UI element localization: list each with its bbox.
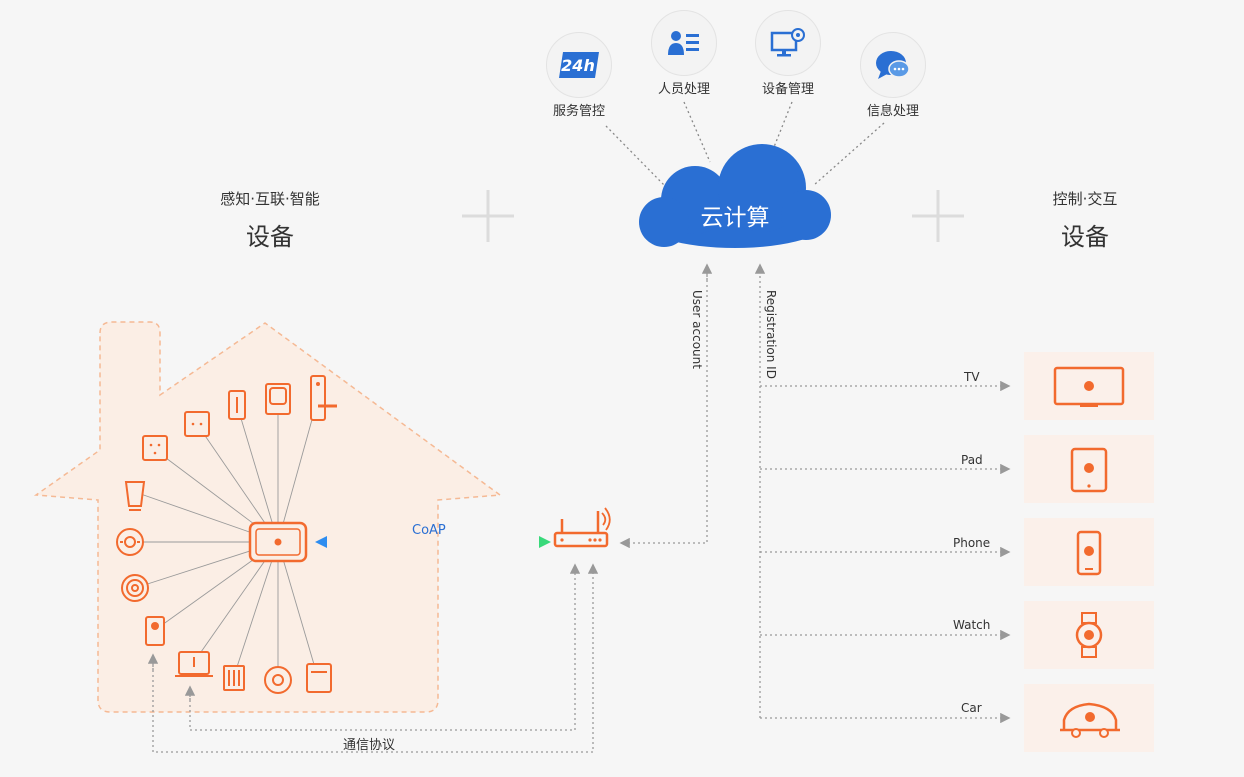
door-lock-icon: [310, 375, 326, 421]
service-label: 设备管理: [761, 82, 814, 97]
device-label-watch: Watch: [953, 618, 991, 632]
service-item[interactable]: 人员处理: [639, 10, 729, 97]
service-item[interactable]: 信息处理: [848, 32, 938, 119]
protocol-label: 通信协议: [343, 738, 396, 753]
service-item[interactable]: 24h 服务管控: [534, 32, 624, 119]
right-group-title: 设备: [1061, 223, 1109, 251]
tablet-icon: [1070, 447, 1108, 493]
watch-icon: [1075, 612, 1103, 658]
24h-badge-text: 24h: [561, 56, 595, 75]
device-label-pad: Pad: [961, 453, 983, 467]
monitor-gear-icon: [755, 10, 821, 76]
house-outline: [33, 321, 503, 713]
device-card-tv[interactable]: [1024, 352, 1154, 420]
house-devices: [116, 375, 337, 694]
service-label: 服务管控: [552, 104, 605, 119]
left-group-title: 设备: [246, 223, 294, 251]
air-conditioner-icon: [306, 663, 332, 693]
wall-switch-icon: [184, 411, 210, 437]
device-label-tv: TV: [964, 370, 980, 384]
coap-label: CoAP: [412, 523, 446, 538]
phone-icon: [1076, 530, 1102, 576]
gateway-hub-icon: [248, 521, 308, 563]
tv-icon: [1053, 366, 1125, 407]
device-label-phone: Phone: [953, 536, 991, 550]
chat-bubble-icon: [860, 32, 926, 98]
service-label: 人员处理: [657, 82, 710, 97]
service-label: 信息处理: [866, 104, 919, 119]
thermostat-icon: [145, 616, 165, 646]
device-label-car: Car: [961, 701, 982, 715]
right-group-subtitle: 控制·交互: [1052, 190, 1118, 208]
device-card-car[interactable]: [1024, 684, 1154, 752]
device-card-phone[interactable]: [1024, 518, 1154, 586]
socket-icon: [142, 435, 168, 461]
cloud-shape: [639, 144, 831, 248]
24h-icon: 24h: [546, 32, 612, 98]
service-item[interactable]: 设备管理: [743, 10, 833, 97]
user-account-label: User account: [690, 290, 704, 369]
router-icon: [553, 507, 611, 548]
cloud-label: 云计算: [700, 205, 770, 231]
people-list-icon: [651, 10, 717, 76]
light-bulb-icon: [124, 481, 146, 507]
device-card-watch[interactable]: [1024, 601, 1154, 669]
left-group-subtitle: 感知·互联·智能: [220, 190, 320, 208]
registration-id-label: Registration ID: [764, 290, 778, 379]
car-icon: [1060, 702, 1120, 738]
device-card-pad[interactable]: [1024, 435, 1154, 503]
